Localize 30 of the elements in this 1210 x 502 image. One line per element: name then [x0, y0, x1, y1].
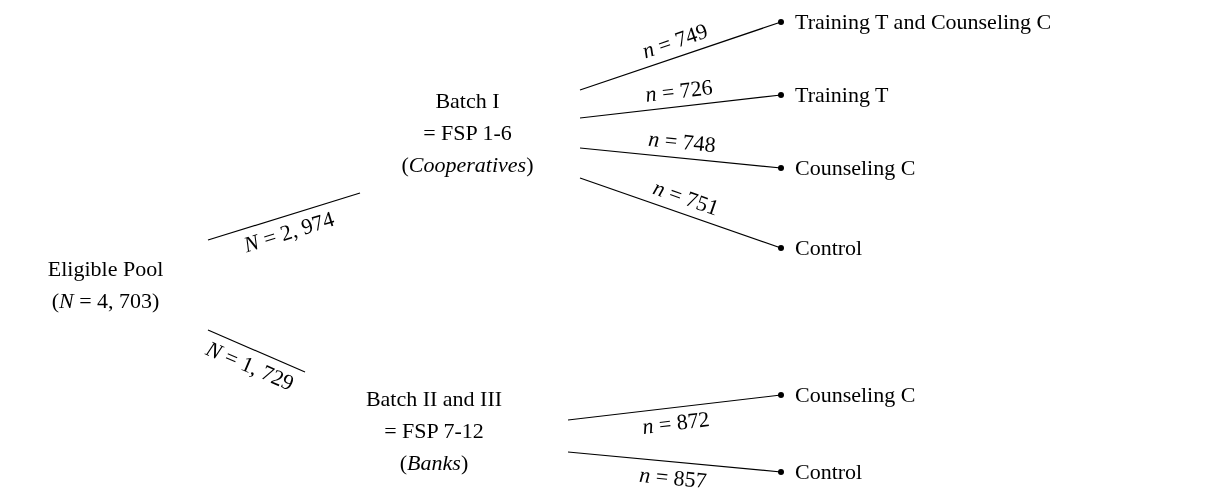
outcome-label: Counseling C [795, 154, 916, 182]
group-label: (Cooperatives) [401, 151, 534, 179]
edge-label: n = 751 [649, 175, 722, 221]
branch-line [207, 192, 361, 241]
group-label: (N = 4, 703) [51, 287, 160, 315]
edge-label: n = 748 [647, 126, 717, 158]
outcome-label: Control [795, 234, 863, 262]
edge-label: n = 872 [641, 407, 712, 440]
edge-label: n = 726 [643, 74, 714, 107]
edge-label: N = 1, 729 [202, 336, 298, 396]
branch-line [579, 19, 784, 91]
branch-line [579, 92, 784, 119]
edge-label: n = 857 [638, 462, 708, 493]
outcome-label: Counseling C [795, 381, 916, 409]
outcome-label: Training T [795, 81, 889, 109]
group-label: Eligible Pool [47, 255, 164, 283]
branch-line [567, 451, 784, 475]
branch-line [207, 329, 306, 373]
branch-line [579, 177, 784, 251]
branch-line [567, 392, 784, 421]
branch-line [579, 147, 784, 171]
outcome-label: Control [795, 458, 863, 486]
edge-label: n = 749 [639, 18, 712, 63]
group-label: = FSP 7-12 [384, 417, 484, 445]
group-label: Batch I [435, 87, 500, 115]
outcome-label: Training T and Counseling C [795, 8, 1052, 36]
group-label: (Banks) [399, 449, 469, 477]
edge-label: N = 2, 974 [240, 206, 337, 257]
group-label: Batch II and III [365, 385, 503, 413]
group-label: = FSP 1-6 [423, 119, 512, 147]
